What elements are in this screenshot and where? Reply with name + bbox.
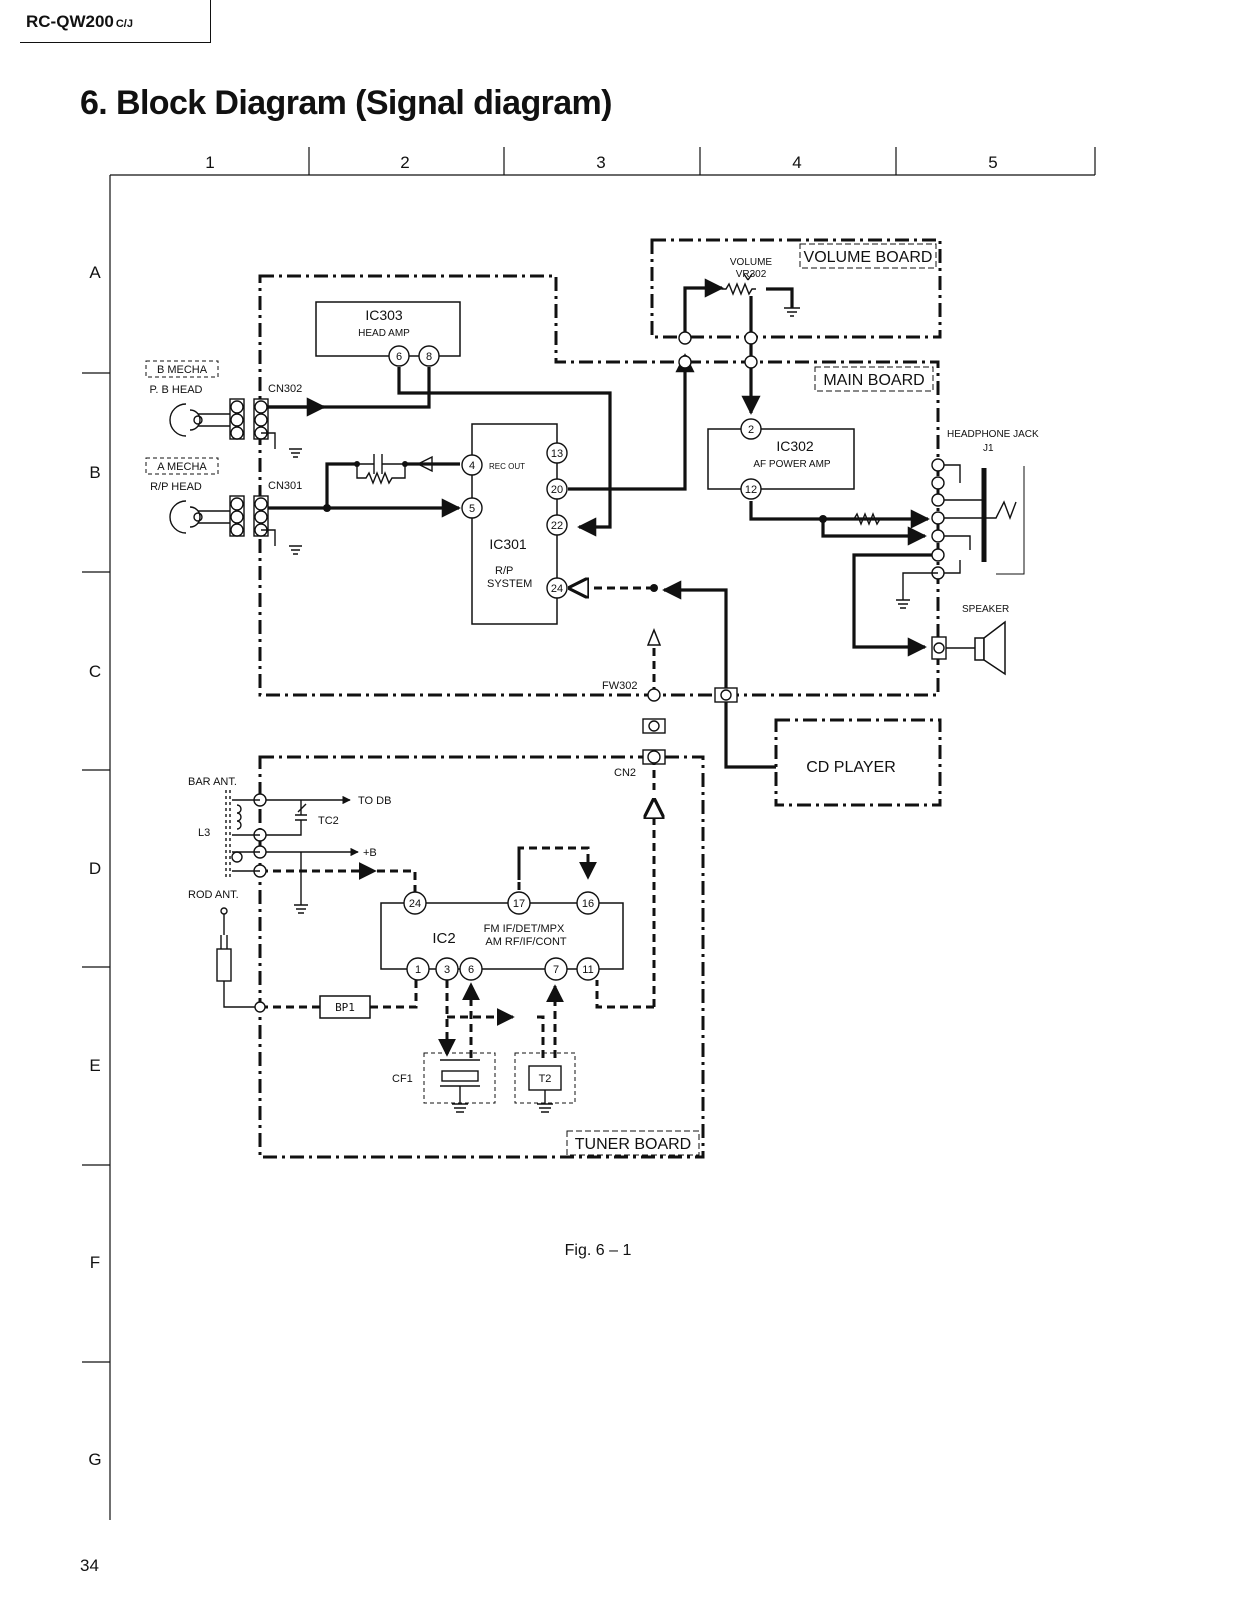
ic302-desc: AF POWER AMP: [753, 459, 831, 470]
connectors: [229, 331, 947, 1013]
grid-row-B: B: [89, 463, 100, 482]
ic303-pin-8: 8: [426, 351, 432, 363]
ic2-pin-7: 7: [553, 964, 559, 976]
ic302-box: [707, 428, 855, 490]
ic2-pin-17: 17: [513, 898, 525, 910]
grid-col-5: 5: [988, 153, 997, 172]
output-resistor: [850, 512, 884, 526]
ic303-desc: HEAD AMP: [358, 328, 410, 339]
speaker-label: SPEAKER: [962, 604, 1009, 615]
ic2-pin-6: 6: [468, 964, 474, 976]
ic302-pin-2: 2: [748, 424, 754, 436]
ic2-pin-3: 3: [444, 964, 450, 976]
cn302-label: CN302: [268, 383, 302, 395]
ic301-box: [471, 423, 558, 625]
ic2-desc-1: FM IF/DET/MPX: [484, 923, 565, 935]
rod-ant-label: ROD ANT.: [188, 889, 239, 901]
ic2-label: IC2: [432, 930, 455, 947]
tape-heads: [169, 403, 302, 555]
grid-row-D: D: [89, 859, 101, 878]
headphone-jack-label: HEADPHONE JACK: [947, 429, 1039, 440]
ic302-label: IC302: [776, 438, 814, 454]
volume-board-outline: [650, 238, 942, 339]
ic303-label: IC303: [365, 307, 403, 323]
a-mecha-label: A MECHA: [157, 461, 207, 473]
grid-row-F: F: [90, 1253, 100, 1272]
figure-caption: Fig. 6 – 1: [565, 1242, 632, 1259]
ic2-pin-16: 16: [582, 898, 594, 910]
ic301-pin-13: 13: [551, 448, 563, 460]
ic2-box: [380, 902, 624, 970]
bp1-label: BP1: [335, 1001, 355, 1014]
j1-label: J1: [983, 443, 994, 454]
rec-out-network: [356, 454, 433, 485]
tc2-label: TC2: [318, 815, 339, 827]
model-label: RC-QW200: [26, 12, 114, 31]
ic302-pin-12: 12: [745, 484, 757, 496]
ic2-pin-11: 11: [582, 964, 593, 976]
to-db-label: TO DB: [358, 795, 391, 807]
cf1-t2-parts: [440, 1059, 562, 1113]
ic301-pin-5: 5: [469, 503, 475, 515]
model-suffix: C/J: [115, 18, 133, 30]
cn301-label: CN301: [268, 480, 302, 492]
grid-col-1: 1: [205, 153, 214, 172]
volume-board-label: VOLUME BOARD: [804, 249, 933, 266]
tuner-board-label: TUNER BOARD: [575, 1136, 691, 1153]
ic301-label: IC301: [489, 536, 527, 552]
cd-player-label: CD PLAYER: [806, 759, 896, 776]
pb-head-label: P. B HEAD: [150, 384, 203, 396]
ic301-pin-4: 4: [469, 460, 475, 472]
volume-label: VOLUME: [730, 257, 773, 268]
main-board-label: MAIN BOARD: [823, 372, 924, 389]
grid-column-labels: 1 2 3 4 5: [205, 153, 997, 172]
ic301-desc-1: R/P: [495, 565, 513, 577]
fw302-label: FW302: [602, 680, 637, 692]
tuner-board-outline: [258, 755, 705, 1159]
headphone-jack: [896, 464, 1025, 609]
rod-antenna: [216, 907, 255, 1008]
bar-antenna: [225, 790, 359, 914]
bp1-box: [319, 995, 371, 1019]
page-number: 34: [80, 1556, 99, 1575]
plus-b-label: +B: [363, 847, 377, 859]
ic2-pin-1: 1: [415, 964, 421, 976]
rec-out-label: REC OUT: [489, 462, 525, 471]
speaker-icon: [946, 620, 1006, 676]
page-title: 6. Block Diagram (Signal diagram): [80, 84, 613, 122]
ic301-pin-20: 20: [551, 484, 563, 496]
l3-label: L3: [198, 827, 210, 839]
ic301-desc-2: SYSTEM: [487, 578, 532, 590]
grid-row-G: G: [88, 1450, 101, 1469]
ic301-pin-24: 24: [551, 583, 563, 595]
cf1-label: CF1: [392, 1073, 413, 1085]
grid-row-A: A: [89, 263, 101, 282]
pin-circles: [388, 345, 762, 981]
b-mecha-label: B MECHA: [157, 364, 208, 376]
cd-player-box: [774, 718, 942, 807]
tuner-signal-paths: [260, 588, 654, 1058]
grid-row-labels: A B C D E F G: [88, 263, 101, 1469]
ic303-box: [315, 301, 461, 357]
rp-head-label: R/P HEAD: [150, 481, 202, 493]
grid-col-3: 3: [596, 153, 605, 172]
grid-row-E: E: [89, 1056, 100, 1075]
ic301-pin-22: 22: [551, 520, 563, 532]
ic2-desc-2: AM RF/IF/CONT: [485, 936, 567, 948]
vr302-label: VR302: [736, 269, 767, 280]
main-board-outline: [258, 274, 940, 697]
t2-label: T2: [539, 1073, 552, 1085]
ic303-pin-6: 6: [396, 351, 402, 363]
grid-col-4: 4: [792, 153, 801, 172]
grid-row-C: C: [89, 662, 101, 681]
grid-frame: [82, 147, 1096, 1520]
volume-resistor: [722, 273, 800, 317]
bar-ant-label: BAR ANT.: [188, 776, 237, 788]
header-model-box: [20, 0, 211, 43]
ic2-pin-24: 24: [409, 898, 421, 910]
grid-col-2: 2: [400, 153, 409, 172]
cn2-label: CN2: [614, 767, 636, 779]
